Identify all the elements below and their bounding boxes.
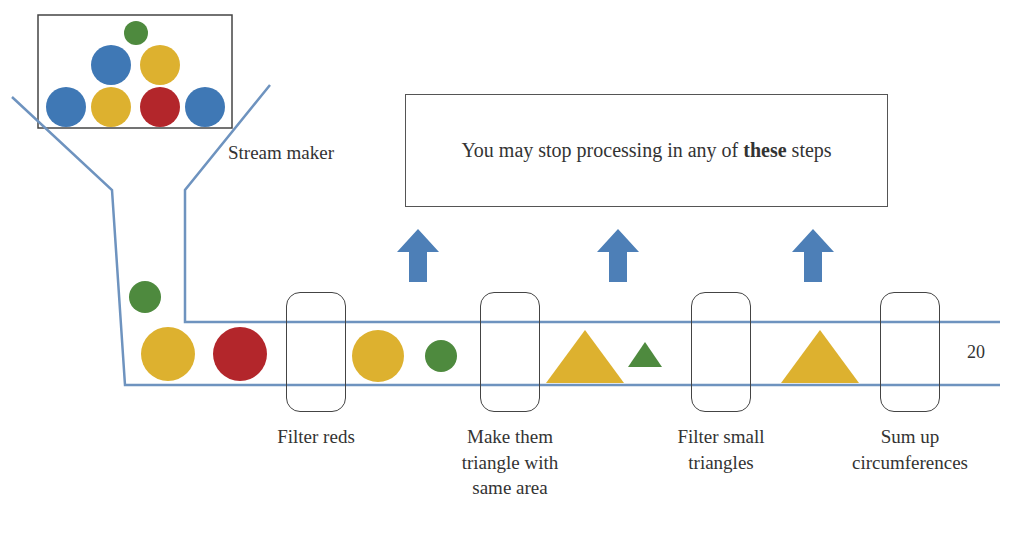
note-box: You may stop processing in any of these … <box>405 94 888 207</box>
step-outline <box>691 292 751 412</box>
processing-step: Filter small triangles <box>656 292 786 475</box>
processing-step: Filter reds <box>276 292 356 450</box>
step-label: Make them triangle with same area <box>460 424 560 501</box>
processing-step: Sum up circumferences <box>845 292 975 475</box>
up-arrows <box>397 229 834 282</box>
stream-items <box>129 281 859 383</box>
hopper-box <box>38 15 232 128</box>
result-value: 20 <box>967 342 985 363</box>
step-outline <box>880 292 940 412</box>
step-label: Sum up circumferences <box>845 424 975 475</box>
step-outline <box>480 292 540 412</box>
step-label: Filter reds <box>276 424 356 450</box>
funnel-pipe <box>12 85 1000 385</box>
processing-step: Make them triangle with same area <box>460 292 560 501</box>
step-outline <box>286 292 346 412</box>
balls <box>46 21 225 127</box>
step-label: Filter small triangles <box>656 424 786 475</box>
stage-name: Stream maker <box>228 142 334 164</box>
note-text: You may stop processing in any of these … <box>426 137 867 164</box>
